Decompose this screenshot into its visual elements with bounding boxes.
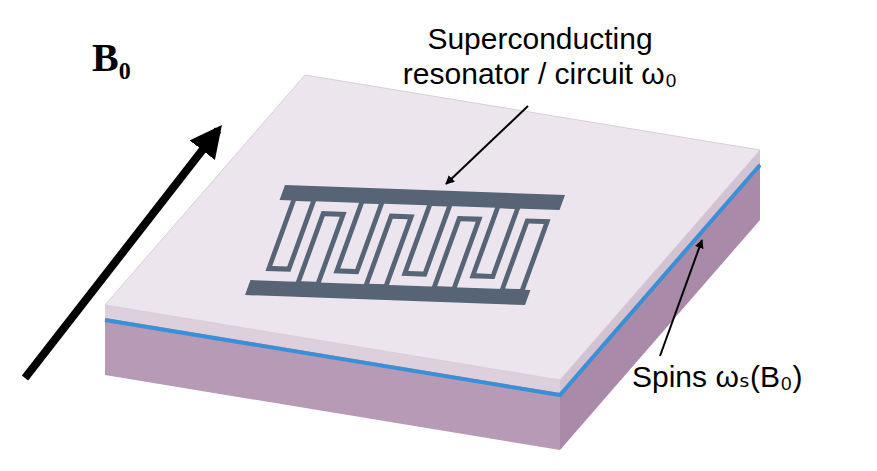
resonator-finger bbox=[434, 219, 479, 290]
field-label: B₀ bbox=[92, 36, 131, 80]
resonator bbox=[245, 185, 565, 305]
resonator-fingers bbox=[264, 198, 553, 291]
resonator-top-bar bbox=[280, 185, 565, 210]
resonator-finger bbox=[502, 221, 547, 292]
field-arrow bbox=[25, 130, 218, 378]
top-face bbox=[105, 75, 760, 380]
resonator-label: Superconducting resonator / circuit ω₀ bbox=[365, 22, 715, 91]
leader-arrow bbox=[660, 240, 702, 356]
leader-arrow bbox=[446, 106, 528, 184]
resonator-finger bbox=[366, 216, 411, 287]
resonator-finger bbox=[298, 214, 343, 285]
spins-label: Spins ωₛ(B₀) bbox=[632, 360, 802, 395]
